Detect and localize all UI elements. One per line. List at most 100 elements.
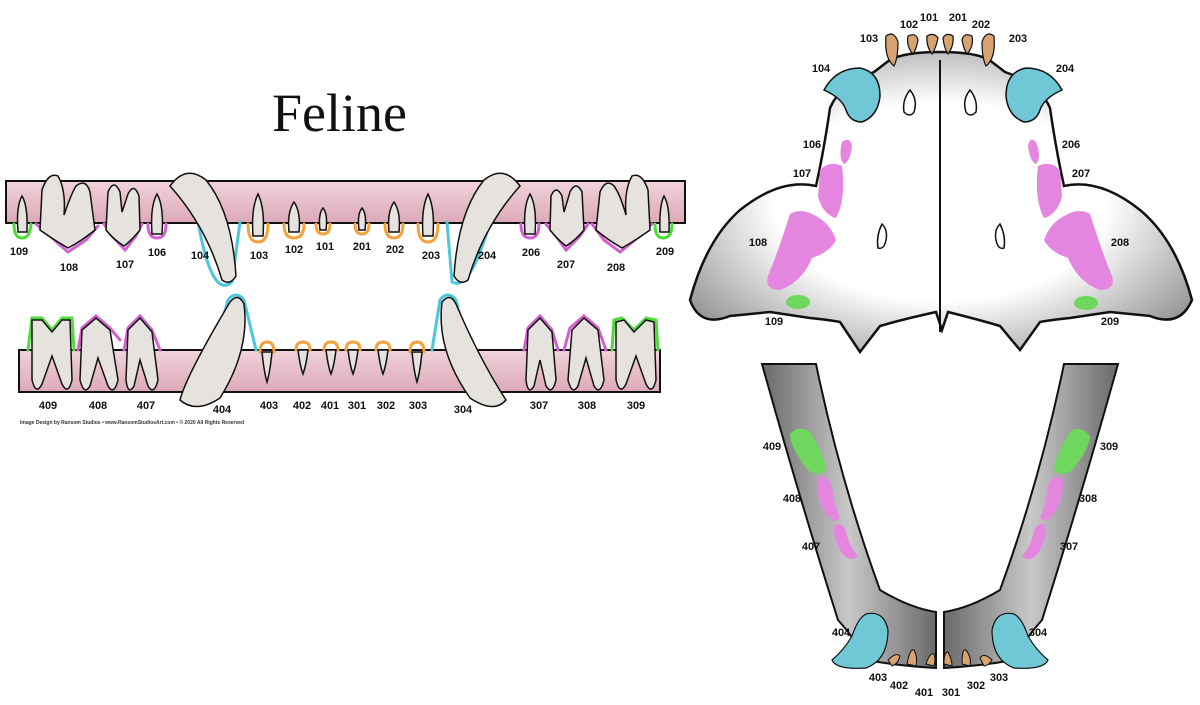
tooth-209 — [659, 194, 670, 233]
maxilla-canines — [822, 67, 1064, 123]
tooth-304 — [440, 296, 507, 408]
skull-tooth-209 — [1074, 296, 1098, 310]
tooth-401 — [325, 349, 337, 377]
skull-label-404: 404 — [831, 627, 851, 639]
skull-tooth-203 — [981, 33, 995, 67]
tooth-label-207: 207 — [556, 259, 576, 271]
tooth-label-201: 201 — [352, 241, 372, 253]
tooth-label-209: 209 — [655, 246, 675, 258]
tooth-label-104: 104 — [190, 250, 210, 262]
tooth-label-404: 404 — [212, 404, 232, 416]
skull-label-101: 101 — [919, 12, 939, 24]
tooth-208 — [595, 174, 651, 249]
skull-label-403: 403 — [868, 672, 888, 684]
tooth-109 — [16, 194, 28, 233]
skull-tooth-108 — [767, 211, 836, 290]
maxilla-bone — [688, 50, 1194, 355]
tooth-106 — [150, 192, 164, 235]
skull-tooth-208 — [1044, 211, 1113, 290]
tooth-104 — [169, 172, 237, 283]
skull-label-107: 107 — [792, 168, 812, 180]
mandible-molars — [790, 428, 1090, 474]
page-title: Feline — [272, 83, 407, 143]
tooth-label-407: 407 — [136, 400, 156, 412]
skull-tooth-202 — [961, 34, 974, 55]
skull-tooth-302 — [961, 649, 971, 667]
skull-label-106: 106 — [802, 139, 822, 151]
skull-label-309: 309 — [1099, 441, 1119, 453]
maxilla-incisors — [885, 33, 995, 67]
tooth-label-307: 307 — [529, 400, 549, 412]
skull-tooth-303 — [979, 654, 993, 667]
tooth-label-208: 208 — [606, 262, 626, 274]
tooth-307 — [525, 316, 557, 391]
tooth-101 — [318, 206, 328, 231]
skull-tooth-409 — [790, 428, 826, 474]
skull-label-302: 302 — [966, 680, 986, 692]
skull-label-207: 207 — [1071, 168, 1091, 180]
tooth-label-103: 103 — [249, 250, 269, 262]
tooth-302 — [377, 349, 389, 377]
skull-tooth-407 — [833, 524, 858, 559]
tooth-label-108: 108 — [59, 262, 79, 274]
skull-tooth-204 — [1005, 67, 1064, 123]
skull-label-102: 102 — [899, 19, 919, 31]
skull-tooth-107 — [818, 163, 844, 218]
tooth-303 — [411, 351, 423, 385]
tooth-206 — [523, 192, 537, 235]
tooth-label-303: 303 — [408, 400, 428, 412]
tooth-103 — [251, 192, 265, 237]
tooth-202 — [387, 200, 401, 233]
skull-tooth-101 — [926, 33, 939, 56]
tooth-label-401: 401 — [320, 400, 340, 412]
tooth-label-309: 309 — [626, 400, 646, 412]
skull-label-208: 208 — [1110, 237, 1130, 249]
skull-tooth-103 — [885, 33, 899, 67]
skull-label-201: 201 — [948, 12, 968, 24]
upper-teeth — [16, 172, 670, 283]
skull-tooth-408 — [817, 477, 840, 521]
skull-label-204: 204 — [1055, 63, 1075, 75]
skull-tooth-109 — [786, 295, 810, 309]
tooth-label-204: 204 — [477, 250, 497, 262]
tooth-label-202: 202 — [385, 244, 405, 256]
tooth-409 — [31, 319, 73, 390]
tooth-402 — [297, 349, 309, 377]
mandible-incisors — [887, 649, 993, 667]
skull-tooth-404 — [831, 612, 889, 669]
skull-tooth-401 — [925, 653, 936, 667]
tooth-label-302: 302 — [376, 400, 396, 412]
tooth-309 — [615, 319, 657, 390]
skull-label-108: 108 — [748, 237, 768, 249]
tooth-label-308: 308 — [577, 400, 597, 412]
skull-tooth-301 — [943, 651, 953, 667]
lower-tooth-outlines — [26, 293, 660, 354]
tooth-407 — [125, 316, 159, 391]
skull-label-301: 301 — [941, 687, 961, 699]
tooth-308 — [567, 316, 605, 391]
skull-tooth-307 — [1022, 524, 1047, 559]
tooth-label-102: 102 — [284, 244, 304, 256]
skull-tooth-102 — [906, 34, 919, 55]
tooth-label-203: 203 — [421, 250, 441, 262]
tooth-label-106: 106 — [147, 247, 167, 259]
lower-teeth — [31, 296, 657, 408]
mandible-bone — [760, 363, 1120, 670]
skull-label-209: 209 — [1100, 316, 1120, 328]
tooth-label-409: 409 — [38, 400, 58, 412]
skull-label-308: 308 — [1078, 493, 1098, 505]
skull-tooth-207 — [1036, 163, 1062, 218]
tooth-label-304: 304 — [453, 404, 473, 416]
skull-tooth-104 — [822, 67, 881, 123]
skull-label-203: 203 — [1008, 33, 1028, 45]
tooth-301 — [347, 349, 359, 377]
tooth-label-403: 403 — [259, 400, 279, 412]
skull-label-202: 202 — [971, 19, 991, 31]
tooth-201 — [357, 206, 367, 231]
tooth-207 — [549, 185, 585, 247]
skull-label-407: 407 — [801, 541, 821, 553]
skull-label-109: 109 — [764, 316, 784, 328]
tooth-404 — [179, 296, 246, 408]
tooth-label-402: 402 — [292, 400, 312, 412]
